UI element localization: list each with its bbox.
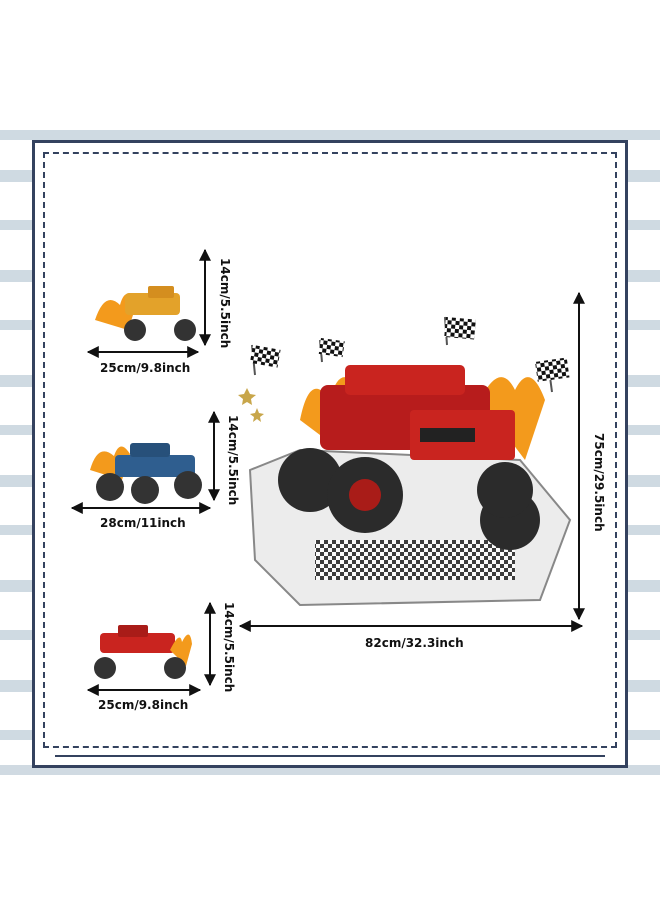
blue-monster-truck — [90, 443, 202, 504]
main-red-monster-truck — [248, 365, 572, 607]
star-icon — [250, 408, 264, 422]
truck3-height-label: 14cm/5.5inch — [222, 602, 236, 693]
truck1-height-label: 14cm/5.5inch — [218, 258, 232, 349]
yellow-monster-truck — [95, 286, 196, 341]
inner-dashed-frame — [43, 152, 617, 748]
dimension-arrows — [70, 248, 585, 696]
truck3-width-label: 25cm/9.8inch — [98, 698, 189, 712]
red-small-monster-truck — [94, 625, 192, 679]
checkered-flag-icon — [444, 316, 476, 346]
truck2-width-label: 28cm/11inch — [100, 516, 186, 530]
bottom-rule — [55, 755, 605, 757]
checkered-flag-icon — [249, 344, 281, 376]
main-width-label: 82cm/32.3inch — [365, 636, 464, 650]
truck1-width-label: 25cm/9.8inch — [100, 361, 191, 375]
checkered-flag-icon — [535, 357, 570, 393]
truck2-height-label: 14cm/5.5inch — [226, 415, 240, 506]
main-height-label: 75cm/29.5inch — [592, 433, 606, 532]
star-icon — [238, 388, 256, 405]
flame-icon — [170, 634, 192, 666]
checkered-flag-icon — [318, 337, 345, 363]
